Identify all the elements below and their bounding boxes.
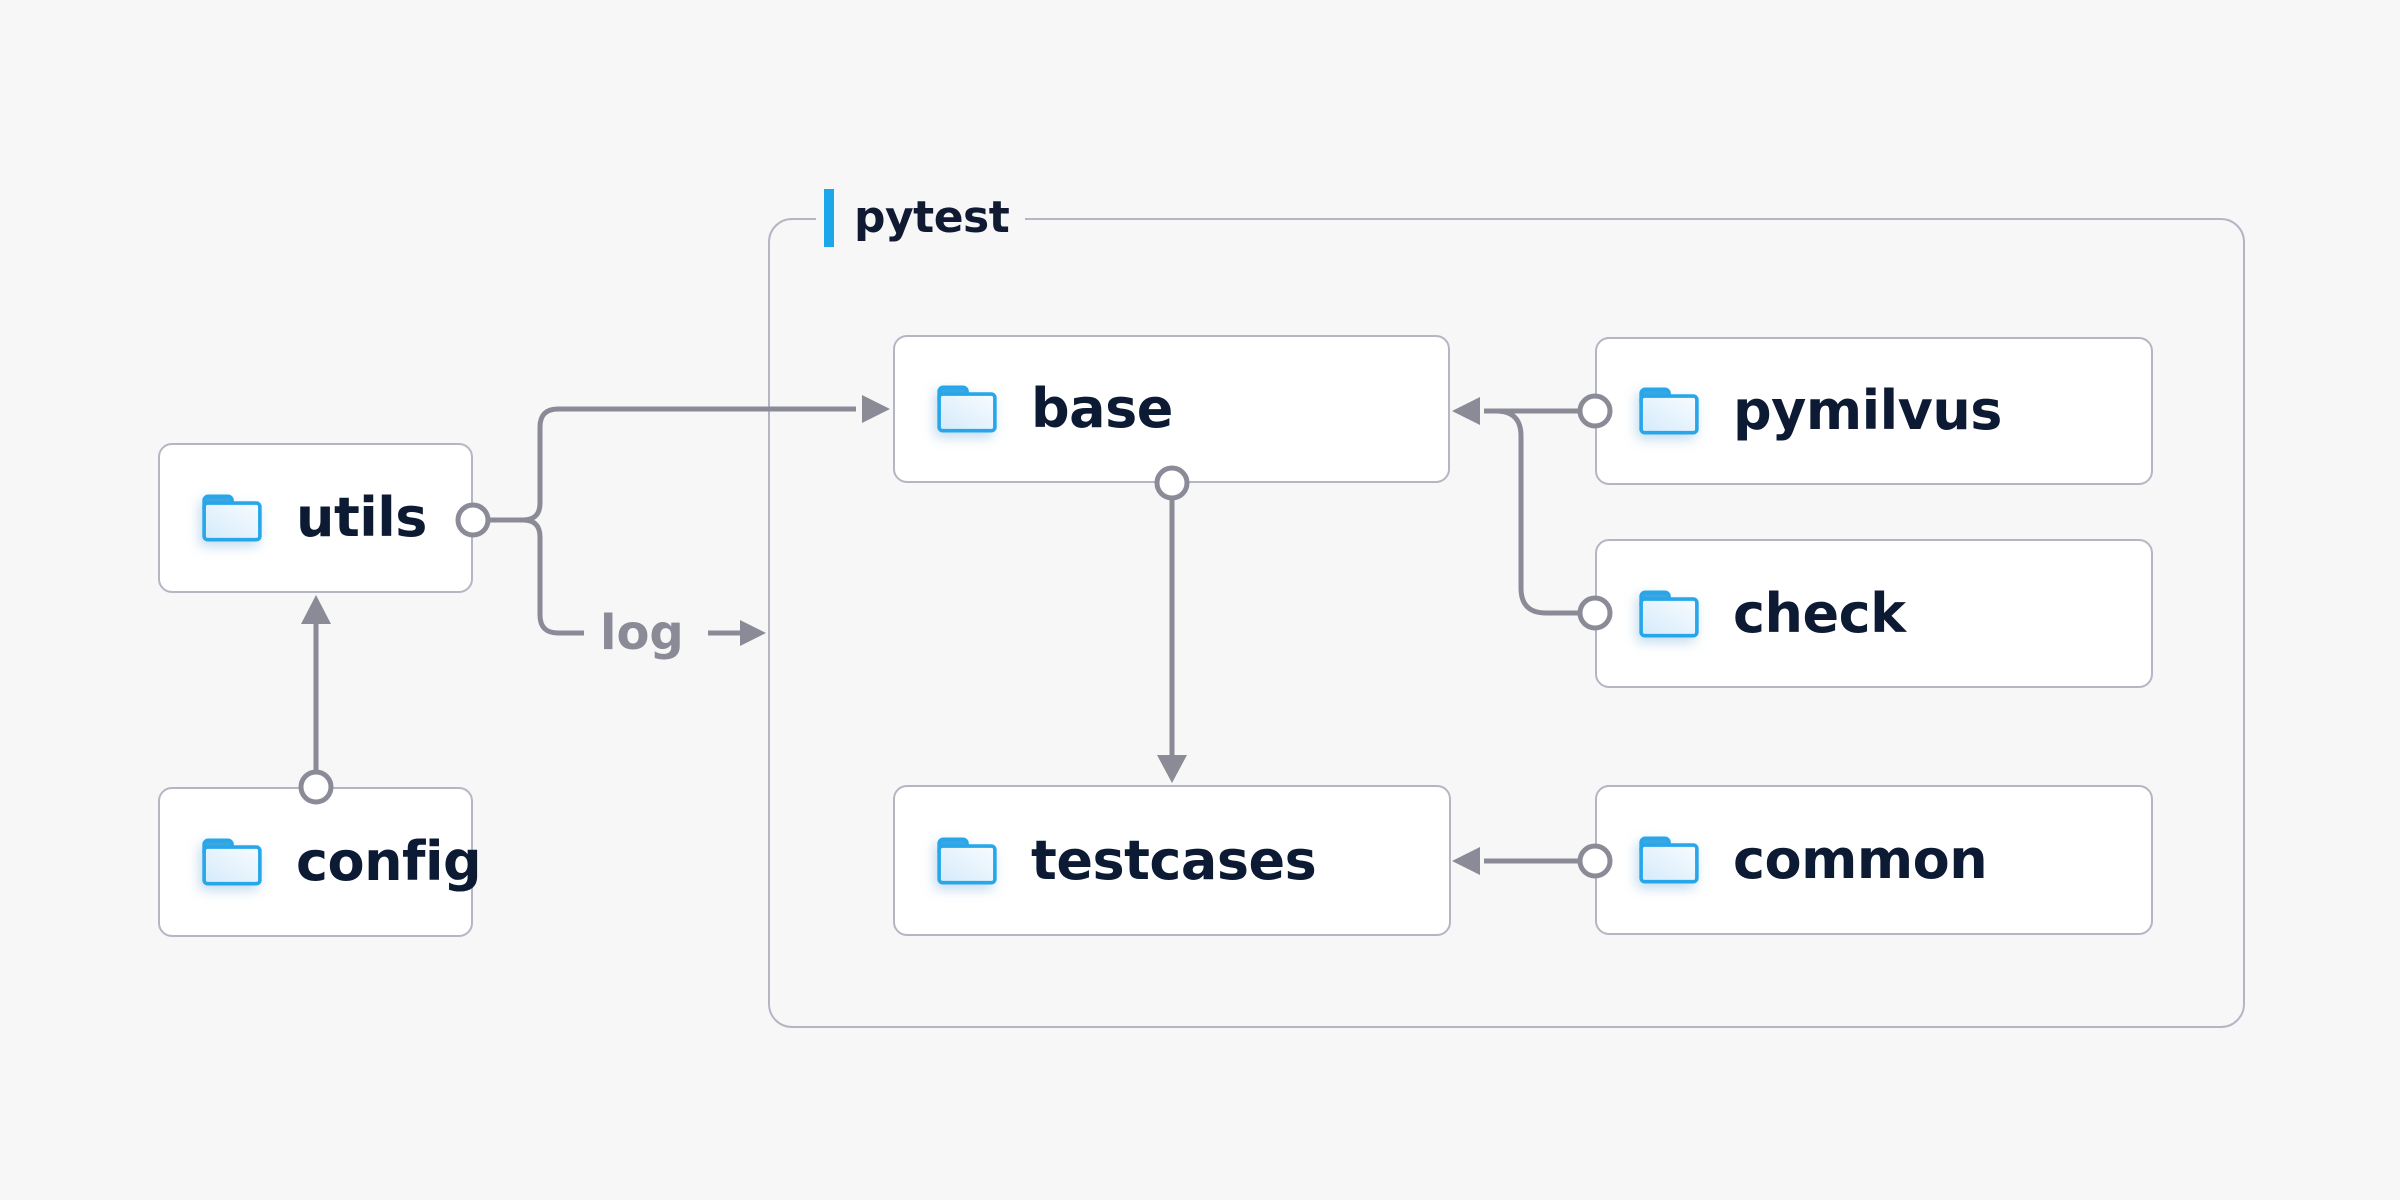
node-common-label: common bbox=[1733, 828, 1988, 891]
node-pymilvus-label: pymilvus bbox=[1733, 379, 2002, 442]
node-utils-label: utils bbox=[296, 486, 427, 549]
folder-icon bbox=[1639, 387, 1699, 435]
folder-icon bbox=[937, 385, 997, 433]
node-config-label: config bbox=[296, 830, 482, 893]
node-utils: utils bbox=[158, 443, 473, 593]
folder-icon bbox=[202, 494, 262, 542]
arrowhead-up-into-utils bbox=[301, 595, 331, 624]
node-config: config bbox=[158, 787, 482, 937]
node-check: check bbox=[1595, 539, 2153, 688]
folder-icon bbox=[202, 838, 262, 886]
node-pymilvus: pymilvus bbox=[1595, 337, 2153, 485]
node-testcases: testcases bbox=[893, 785, 1451, 936]
node-base-label: base bbox=[1031, 377, 1173, 440]
node-base: base bbox=[893, 335, 1450, 483]
node-common: common bbox=[1595, 785, 2153, 935]
node-check-label: check bbox=[1733, 581, 1906, 645]
arrowhead-log-into-container bbox=[740, 620, 766, 646]
folder-icon bbox=[937, 837, 997, 884]
folder-icon bbox=[1639, 836, 1699, 884]
pytest-container-label-text: pytest bbox=[854, 192, 1010, 243]
log-edge-label: log bbox=[600, 605, 684, 661]
folder-icon bbox=[1639, 590, 1699, 637]
node-testcases-label: testcases bbox=[1031, 828, 1317, 892]
accent-bar bbox=[824, 189, 834, 247]
pytest-container-label: pytest bbox=[816, 185, 1026, 251]
